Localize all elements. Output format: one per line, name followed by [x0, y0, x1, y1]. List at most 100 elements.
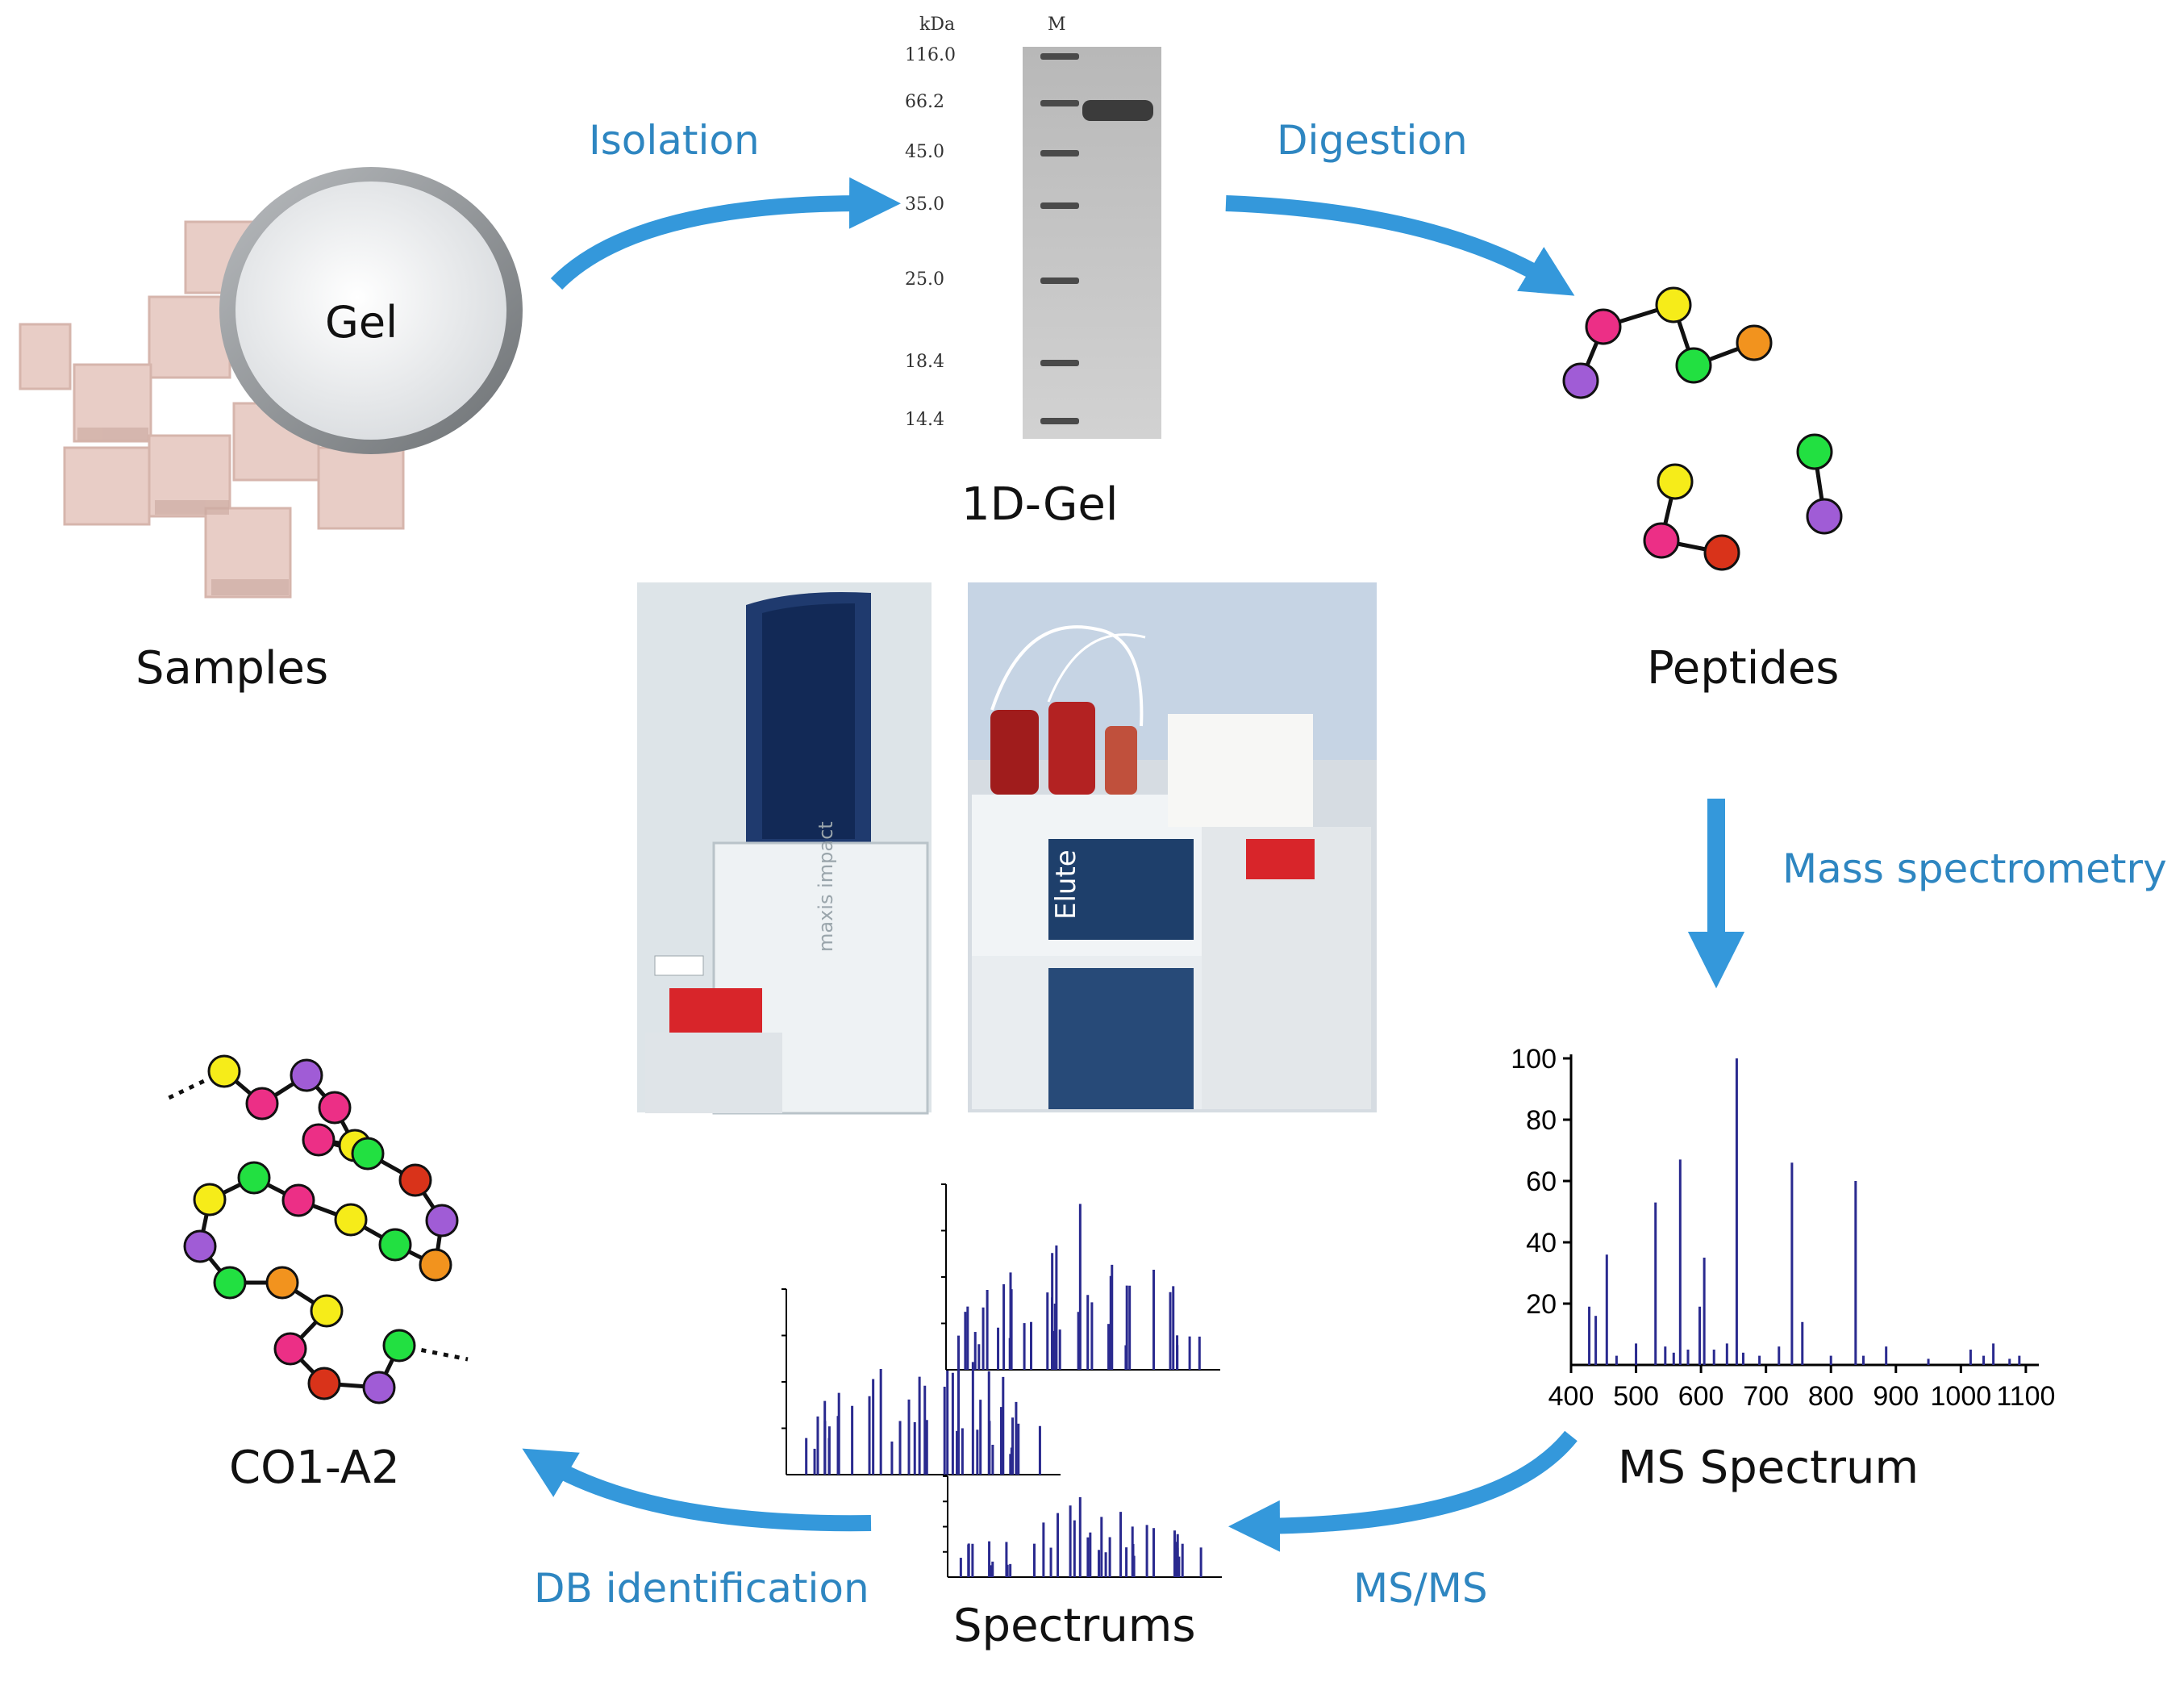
- chain-residue: [310, 1294, 344, 1328]
- chain-residue: [290, 1058, 323, 1092]
- chain-residue: [273, 1332, 307, 1366]
- marker-band: [1040, 418, 1079, 424]
- y-tick-label: 100: [1511, 1044, 1557, 1075]
- marker-band: [1040, 202, 1079, 209]
- chain-residue: [419, 1248, 452, 1282]
- residue-red: [1703, 534, 1740, 571]
- co1-a2-chain: [164, 1054, 469, 1404]
- y-tick-label: 80: [1526, 1105, 1557, 1136]
- chain-residue: [334, 1203, 368, 1237]
- gel-cubes: [19, 220, 405, 599]
- step-mass-spectrometry: Mass spectrometry: [1782, 845, 2167, 892]
- solvent-bottle: [1048, 702, 1095, 795]
- step-isolation: Isolation: [589, 117, 760, 164]
- marker-band: [1040, 150, 1079, 156]
- arrows: [522, 177, 1745, 1552]
- x-tick-label: 500: [1613, 1381, 1659, 1412]
- step-digestion: Digestion: [1277, 117, 1468, 164]
- residue-purple: [1806, 498, 1843, 535]
- chain-residue: [362, 1371, 396, 1404]
- gel-marker-label: 35.0: [905, 194, 944, 215]
- y-tick-label: 20: [1526, 1289, 1557, 1320]
- gel-marker-label: 18.4: [905, 352, 944, 372]
- bowl-label: Gel: [325, 297, 398, 348]
- chain-residue: [307, 1367, 341, 1400]
- instrument-photo-right: [968, 582, 1377, 1112]
- gel-marker-label: 14.4: [905, 410, 944, 430]
- residue-green: [1796, 433, 1833, 470]
- chain-residue: [378, 1228, 412, 1262]
- gel-marker-label: 25.0: [905, 269, 944, 290]
- gel-unit-header: kDa: [919, 15, 956, 35]
- gel-lane-header: M: [1048, 15, 1066, 35]
- chain-residue: [245, 1087, 279, 1121]
- syringe-pump: [1246, 839, 1315, 879]
- x-tick-label: 600: [1678, 1381, 1724, 1412]
- x-tick-label: 700: [1743, 1381, 1789, 1412]
- chain-residue: [281, 1183, 315, 1217]
- chain-residue: [351, 1137, 385, 1171]
- residue-yellow: [1657, 463, 1694, 500]
- residue-yellow: [1655, 286, 1692, 323]
- arrow-msms: [1228, 1430, 1578, 1552]
- chain-residue: [302, 1123, 336, 1157]
- chain-residue: [425, 1204, 459, 1237]
- arrow-isolation: [550, 177, 901, 290]
- samples-image: [19, 167, 523, 599]
- chain-residue: [318, 1091, 352, 1125]
- solvent-bottle: [990, 710, 1039, 795]
- gel-marker-bands: [1040, 53, 1079, 424]
- residue-purple: [1562, 362, 1599, 399]
- peptides-image: [1562, 286, 1843, 571]
- spectrums-image: [781, 1183, 1222, 1578]
- bowl-powder: [235, 182, 506, 440]
- instrument-brand-left: maxis impact: [815, 821, 837, 952]
- peptides-label: Peptides: [1647, 642, 1840, 695]
- x-tick-label: 1100: [1996, 1381, 2055, 1412]
- marker-band: [1040, 360, 1079, 366]
- chain-residue: [213, 1266, 247, 1300]
- chain-residue: [265, 1266, 299, 1300]
- chain-residue: [237, 1161, 271, 1195]
- gel-marker-label: 116.0: [905, 45, 956, 65]
- gel-label: 1D-Gel: [961, 478, 1119, 531]
- gel-marker-label: 66.2: [905, 92, 944, 112]
- samples-label: Samples: [135, 642, 329, 695]
- arrow-db-identification: [522, 1448, 872, 1532]
- step-db-identification: DB identification: [534, 1565, 869, 1612]
- arrow-digestion: [1225, 195, 1575, 296]
- spectrums-label: Spectrums: [953, 1600, 1196, 1652]
- chain-residue: [398, 1163, 432, 1197]
- co1-a2-label: CO1-A2: [229, 1442, 400, 1494]
- gel-cube-shadows: [77, 428, 289, 595]
- y-tick-label: 60: [1526, 1166, 1557, 1197]
- x-tick-label: 800: [1808, 1381, 1854, 1412]
- x-tick-label: 1000: [1931, 1381, 1992, 1412]
- x-tick-label: 900: [1873, 1381, 1919, 1412]
- marker-band: [1040, 278, 1079, 284]
- marker-band: [1040, 53, 1079, 60]
- step-msms: MS/MS: [1353, 1565, 1488, 1612]
- bonds: [1578, 303, 1827, 555]
- residue-pink: [1643, 522, 1680, 559]
- chain-residue: [193, 1183, 227, 1217]
- chain-residue: [183, 1229, 217, 1263]
- source-module: [1168, 714, 1313, 827]
- residue-orange: [1736, 324, 1773, 361]
- residues: [1562, 286, 1843, 571]
- marker-band: [1040, 100, 1079, 106]
- instrument-photo-left: [637, 582, 932, 1115]
- residue-pink: [1585, 308, 1622, 345]
- protein-band: [1082, 100, 1153, 121]
- y-tick-label: 40: [1526, 1228, 1557, 1258]
- chain-residue: [207, 1054, 241, 1088]
- ms-spectrum-label: MS Spectrum: [1618, 1442, 1919, 1494]
- chain-residue: [382, 1329, 416, 1363]
- gel-marker-label: 45.0: [905, 142, 944, 162]
- instrument-brand-right: Elute: [1050, 849, 1082, 920]
- x-tick-label: 400: [1548, 1381, 1594, 1412]
- solvent-bottle: [1105, 726, 1137, 795]
